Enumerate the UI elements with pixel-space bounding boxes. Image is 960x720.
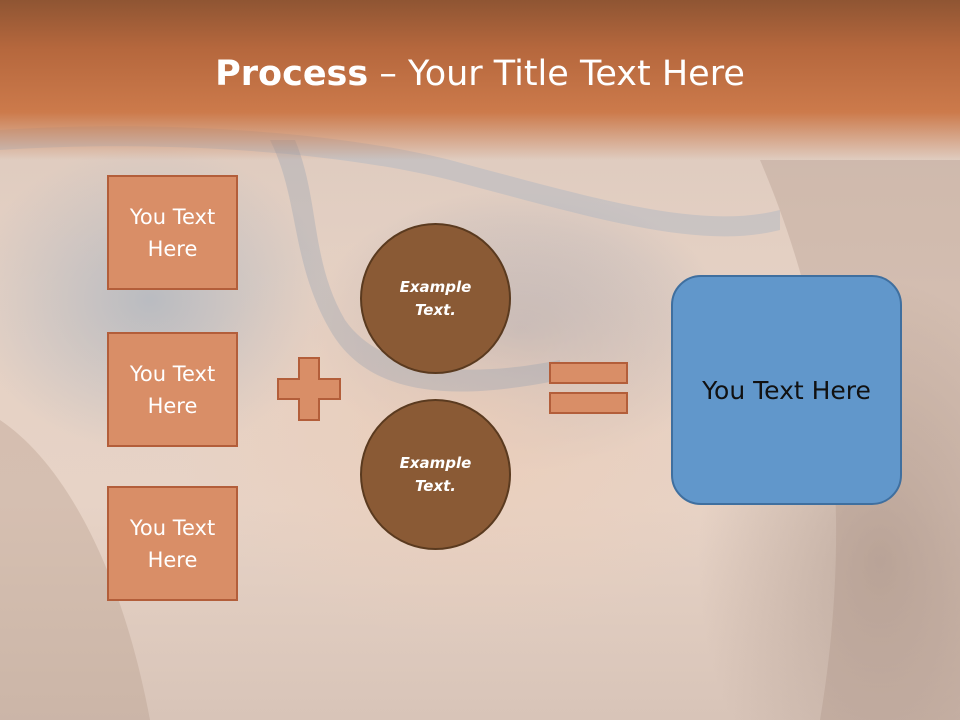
example-circle-2[interactable]: Example Text. bbox=[360, 399, 511, 550]
text-box-1[interactable]: You Text Here bbox=[107, 175, 238, 290]
example-circle-1[interactable]: Example Text. bbox=[360, 223, 511, 374]
text-box-3[interactable]: You Text Here bbox=[107, 486, 238, 601]
text-box-2-label: You Text Here bbox=[129, 361, 216, 418]
title-band bbox=[0, 0, 960, 160]
slide-title[interactable]: Process – Your Title Text Here bbox=[0, 52, 960, 96]
title-rest: – Your Title Text Here bbox=[368, 54, 745, 94]
text-box-3-label: You Text Here bbox=[129, 515, 216, 572]
equals-icon[interactable] bbox=[549, 362, 629, 416]
example-circle-1-label: Example Text. bbox=[399, 277, 472, 319]
title-bold: Process bbox=[215, 54, 369, 94]
example-circle-2-label: Example Text. bbox=[399, 453, 472, 495]
text-box-2[interactable]: You Text Here bbox=[107, 332, 238, 447]
result-box[interactable]: You Text Here bbox=[671, 275, 902, 505]
plus-icon[interactable] bbox=[277, 357, 341, 421]
text-box-1-label: You Text Here bbox=[129, 204, 216, 261]
result-label: You Text Here bbox=[702, 375, 871, 405]
